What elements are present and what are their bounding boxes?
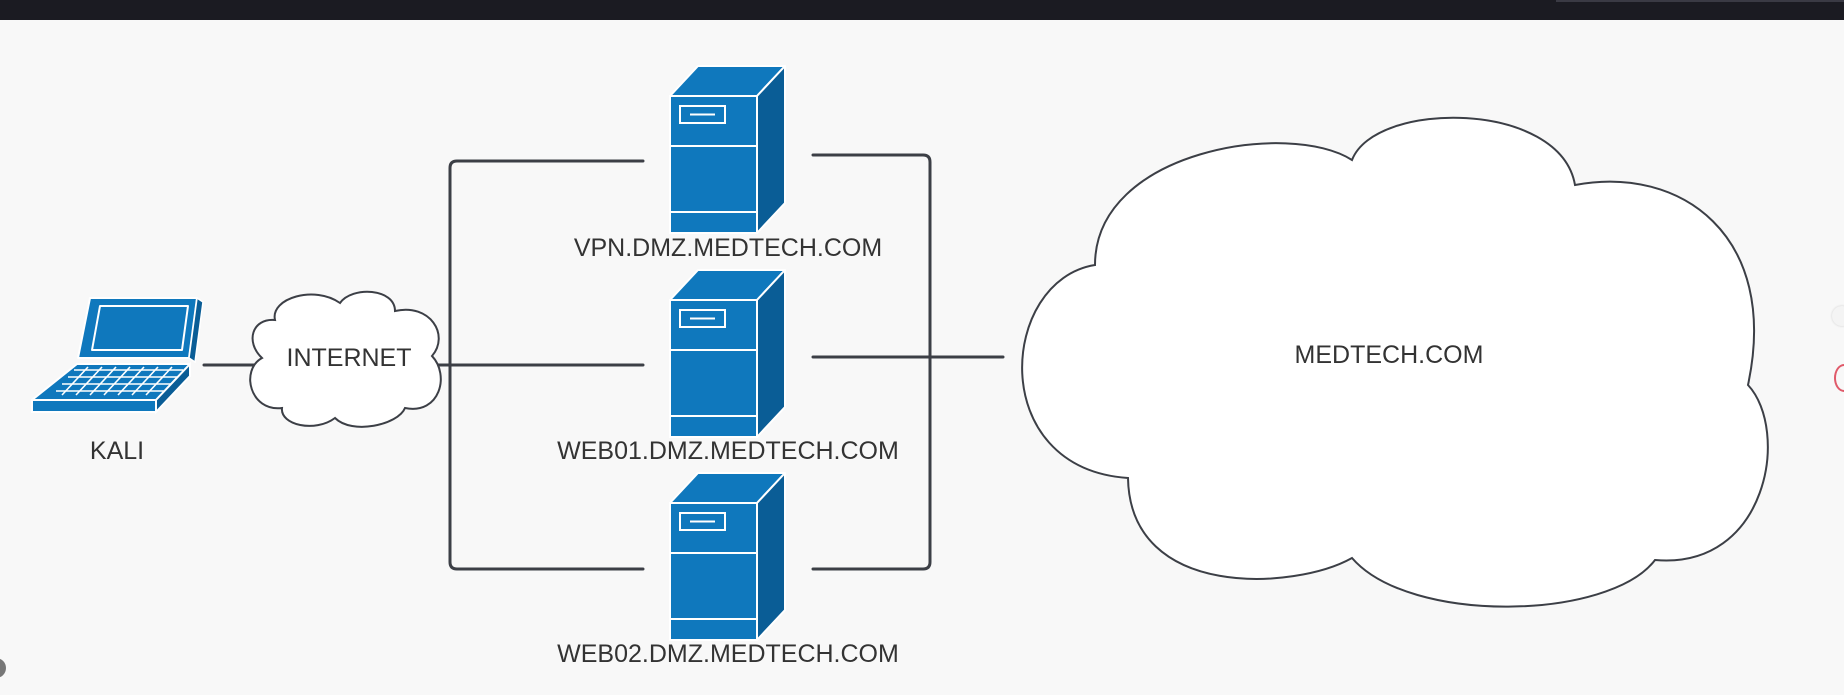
web02-label: WEB02.DMZ.MEDTECH.COM: [557, 640, 899, 668]
vpn-server-icon: [669, 65, 786, 234]
left-edge-handle[interactable]: [0, 658, 6, 678]
medtech-label: MEDTECH.COM: [1295, 341, 1484, 369]
right-bus: [811, 153, 932, 571]
internet-label: INTERNET: [287, 344, 412, 372]
kali-label: KALI: [90, 437, 144, 465]
web02-server-icon: [669, 472, 786, 641]
top-bar-tab: [1556, 0, 1844, 2]
web01-label: WEB01.DMZ.MEDTECH.COM: [557, 437, 899, 465]
connection-lines: [202, 153, 1005, 571]
web01-server-icon: [669, 269, 786, 438]
laptop-icon: [31, 296, 204, 415]
internet-cloud-icon: [249, 290, 442, 428]
medtech-cloud-icon: [1021, 116, 1769, 608]
top-bar: [0, 0, 1844, 20]
network-diagram: KALI INTERNET VPN.DMZ.MEDTECH.COM WEB01.…: [31, 65, 1769, 668]
right-edge-handle[interactable]: [1832, 306, 1844, 326]
vpn-label: VPN.DMZ.MEDTECH.COM: [574, 234, 882, 262]
